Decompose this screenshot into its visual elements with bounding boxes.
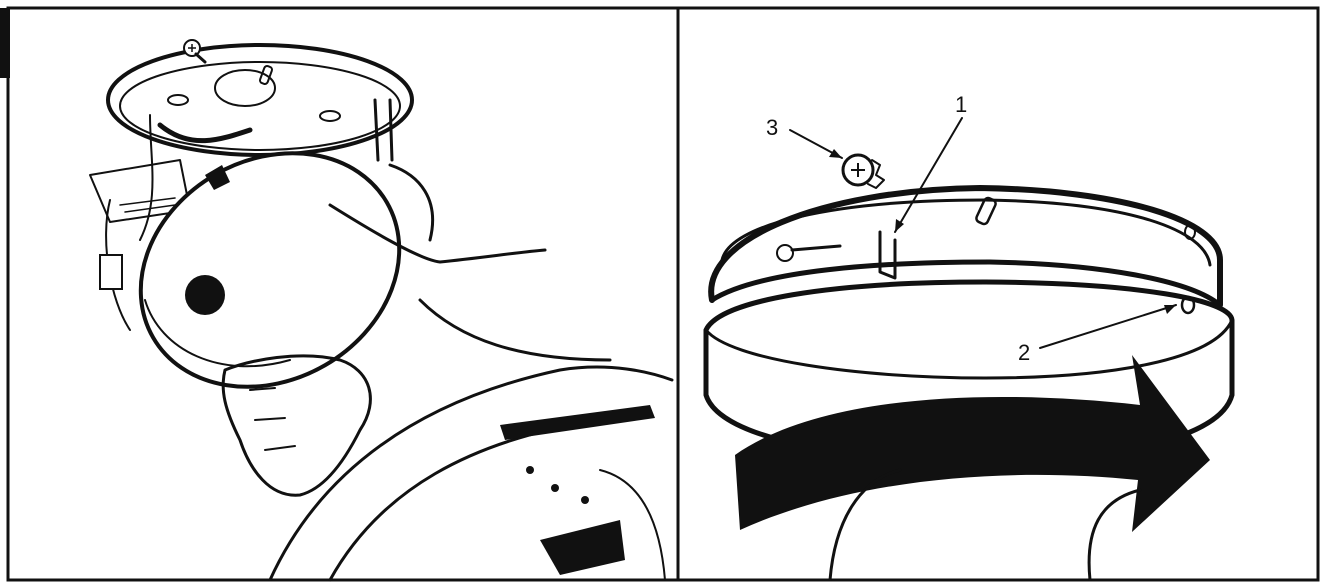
mounting-plate [108,45,412,160]
smoke-detector-body [98,107,442,433]
page-tab [0,8,10,78]
callout-2: 2 [1018,340,1030,365]
panel-detector-mounting-detail: 1 2 3 [706,92,1232,580]
detector-sensor-hole [185,275,225,315]
panel-hand-installing-detector [90,40,672,580]
screw-icon [843,155,884,188]
locking-tab [880,232,895,278]
callout-3: 3 [766,115,778,140]
callout-1: 1 [955,92,967,117]
